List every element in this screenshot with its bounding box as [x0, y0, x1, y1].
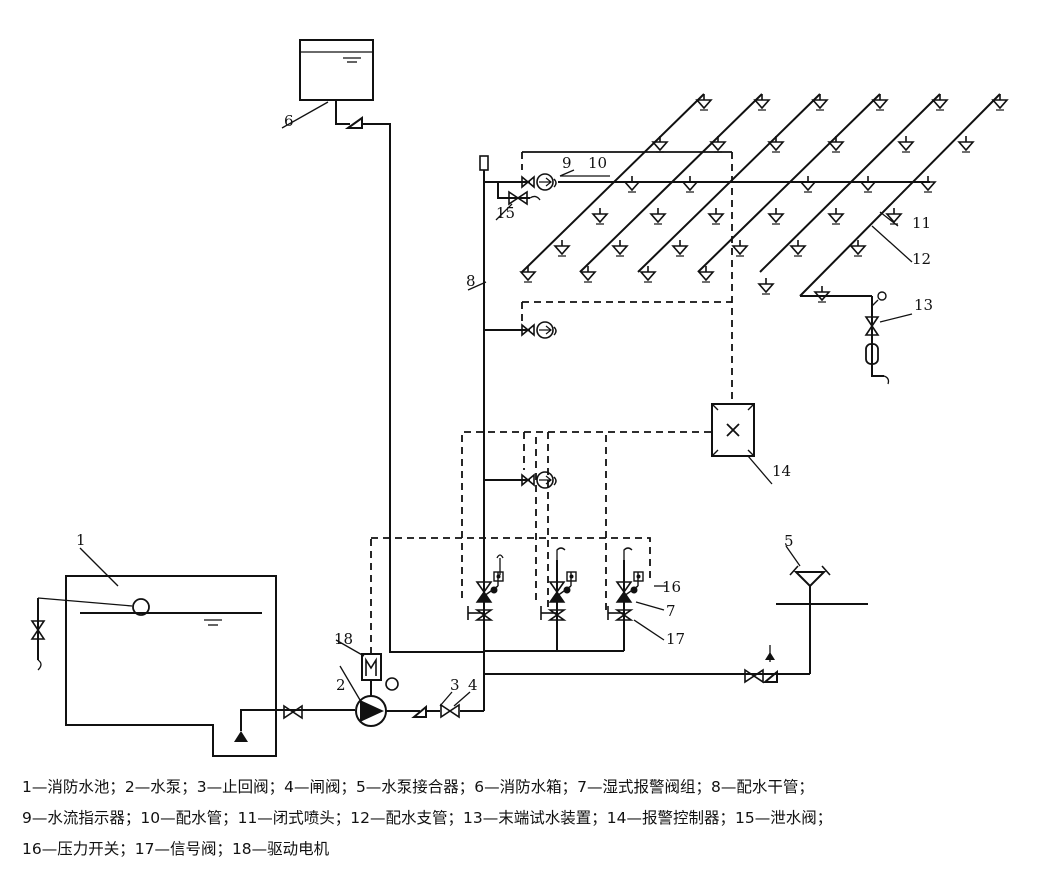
label-7: 7 [666, 602, 676, 620]
label-14: 14 [772, 462, 791, 480]
branch-pipes [521, 93, 1001, 297]
label-10: 10 [588, 154, 607, 172]
label-17: 17 [666, 630, 685, 648]
label-1: 1 [76, 531, 86, 549]
alarm-valve-group-2 [484, 547, 577, 652]
label-3: 3 [450, 676, 460, 694]
label-15: 15 [496, 204, 515, 222]
drain-valve [497, 182, 541, 205]
flow-indicator-floor-1 [484, 471, 557, 489]
label-2: 2 [336, 676, 346, 694]
pump [355, 677, 399, 727]
sprinkler-heads [520, 93, 1008, 303]
alarm-valve-group-1 [467, 571, 504, 621]
fire-pool [31, 575, 355, 757]
label-11: 11 [912, 214, 931, 232]
label-8: 8 [466, 272, 476, 290]
number-labels: 1 2 3 4 5 6 7 8 9 10 11 12 13 14 15 16 1… [76, 112, 933, 694]
main-riser [479, 155, 810, 675]
signal-lines [371, 151, 733, 610]
alarm-valve-group-3 [557, 547, 644, 652]
label-9: 9 [562, 154, 572, 172]
label-18: 18 [334, 630, 353, 648]
label-6: 6 [284, 112, 294, 130]
pump-connector [744, 565, 868, 683]
sprinkler-system-diagram: 1 2 3 4 5 6 7 8 9 10 11 12 13 14 15 16 1… [31, 39, 1008, 757]
legend: 1—消防水池；2—水泵；3—止回阀；4—闸阀；5—水泵接合器；6—消防水箱；7—… [22, 772, 1052, 865]
label-13: 13 [914, 296, 933, 314]
label-12: 12 [912, 250, 931, 268]
fire-water-tank [299, 39, 484, 653]
label-16: 16 [662, 578, 681, 596]
label-4: 4 [468, 676, 478, 694]
drive-motor [361, 538, 382, 681]
legend-line-3: 16—压力开关；17—信号阀；18—驱动电机 [22, 840, 330, 858]
legend-line-2: 9—水流指示器；10—配水管；11—闭式喷头；12—配水支管；13—末端试水装置… [22, 809, 833, 827]
legend-line-1: 1—消防水池；2—水泵；3—止回阀；4—闸阀；5—水泵接合器；6—消防水箱；7—… [22, 778, 814, 796]
leader-lines [79, 101, 913, 707]
end-test-device [865, 291, 890, 385]
alarm-controller [711, 403, 755, 457]
pump-discharge-pipe [386, 674, 485, 718]
flow-indicator-floor-2 [484, 321, 557, 339]
label-5: 5 [784, 532, 794, 550]
